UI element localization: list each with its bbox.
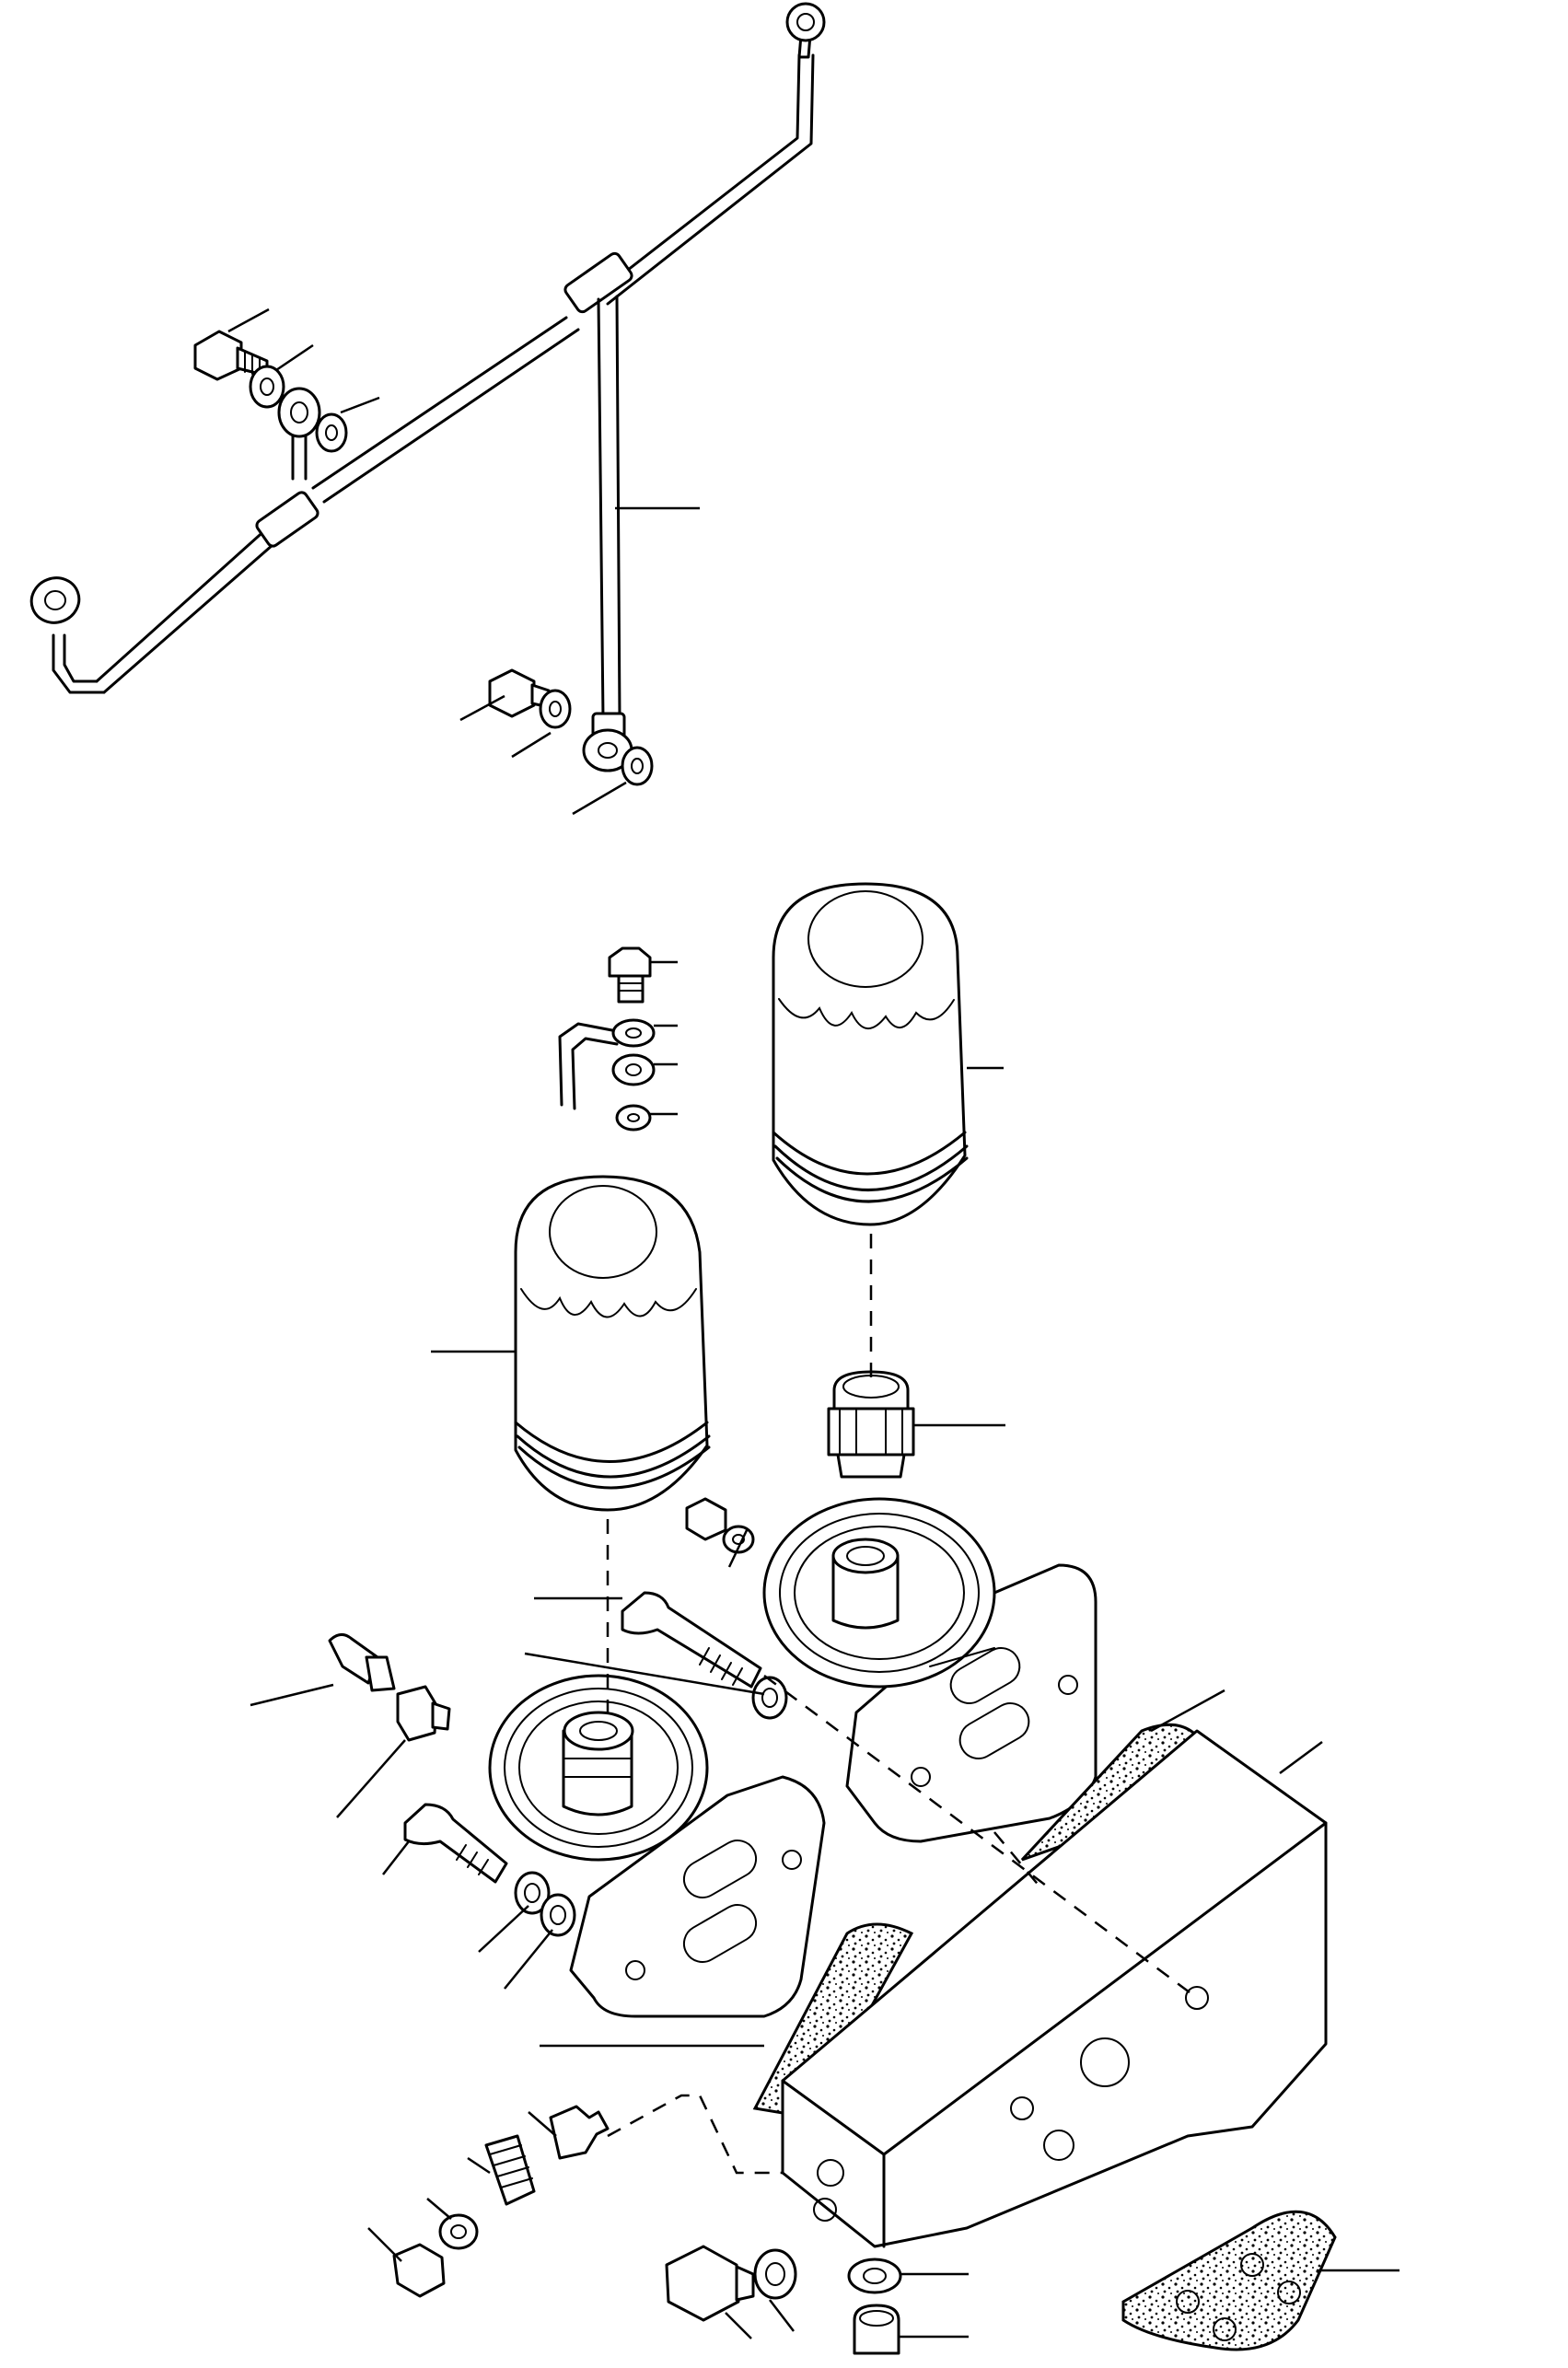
pipe-branch xyxy=(584,296,632,771)
filter-head-left xyxy=(490,1676,824,2016)
sealing-washer xyxy=(622,748,652,784)
mounting-bolt-left xyxy=(383,1805,506,1882)
pipe-tee-lower xyxy=(255,491,320,549)
leader-lines-upper xyxy=(228,309,700,814)
sealing-washer xyxy=(617,1106,650,1130)
filter-bracket xyxy=(540,1731,1326,2246)
drain-plug xyxy=(368,2228,444,2296)
relief-valve-plunger xyxy=(528,2107,608,2158)
banjo-bolt-small xyxy=(610,948,650,1002)
sealing-washer xyxy=(849,2259,969,2293)
relief-valve-spring xyxy=(468,2136,534,2204)
leader-lines-small xyxy=(650,962,678,1114)
sealing-washer xyxy=(755,2250,796,2331)
bolt-small xyxy=(687,1499,753,1567)
sealing-washer xyxy=(505,1895,575,1989)
adapter-fitting xyxy=(337,1687,449,1817)
mounting-bolt xyxy=(525,1593,786,1718)
assembly-centerlines xyxy=(608,1234,1197,2173)
oil-filter-cartridge-right xyxy=(773,884,1004,1225)
oil-pipe-assembly xyxy=(25,4,824,771)
sealing-washer xyxy=(479,1873,549,1952)
filter-head-right xyxy=(764,1499,1096,1841)
oil-pressure-switch xyxy=(250,1634,394,1705)
sealing-washer xyxy=(427,2199,477,2248)
sealing-washer xyxy=(250,366,284,407)
oil-filter-cartridge-left xyxy=(431,1177,709,1510)
sealing-washer xyxy=(317,414,346,451)
pipe-branch-small xyxy=(560,1024,617,1109)
plug xyxy=(854,2305,969,2353)
filter-adapter-nipple xyxy=(829,1372,1005,1477)
sealing-washer xyxy=(613,1055,654,1085)
gasket-right xyxy=(1123,2211,1400,2350)
sealing-washer xyxy=(540,691,570,727)
sealing-washer xyxy=(613,1020,654,1046)
pipe-tee-upper xyxy=(563,251,634,314)
plug-hex xyxy=(667,2246,753,2339)
